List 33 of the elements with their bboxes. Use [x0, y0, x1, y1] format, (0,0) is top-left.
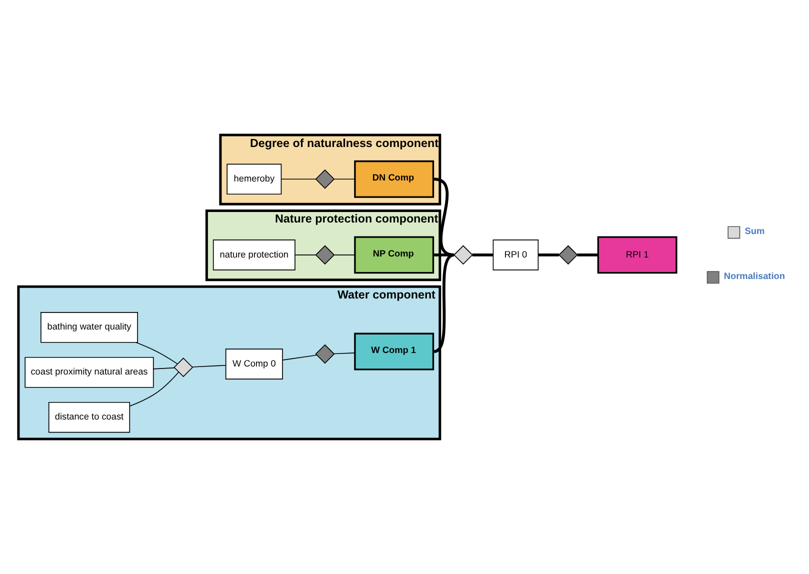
node-box: hemeroby: [226, 164, 282, 195]
node-box: RPI 0: [492, 240, 539, 270]
node-box: bathing water quality: [40, 312, 138, 343]
connector: [281, 178, 316, 180]
node-box: nature protection: [212, 240, 296, 270]
node-diamond: [315, 169, 335, 189]
node-box: W Comp 1: [354, 332, 434, 370]
node-box: NP Comp: [354, 236, 434, 274]
connector: [129, 372, 180, 407]
node-diamond: [315, 344, 335, 364]
connector: [577, 253, 598, 256]
node-box: RPI 1: [597, 236, 678, 274]
node-box: distance to coast: [48, 402, 130, 433]
legend-label: Normalisation: [724, 270, 785, 281]
node-diamond: [558, 245, 578, 265]
legend-label: Sum: [744, 226, 765, 236]
connector: [294, 254, 316, 256]
connector: [334, 254, 356, 256]
connector: [538, 253, 559, 256]
node-box: coast proximity natural areas: [24, 356, 154, 388]
node-box: DN Comp: [354, 160, 434, 198]
connector: [434, 253, 454, 256]
node-box: W Comp 0: [225, 348, 283, 380]
node-diamond: [315, 245, 335, 265]
connector: [282, 354, 318, 360]
node-diamond: [174, 358, 194, 378]
connector: [334, 178, 356, 180]
node-diamond: [453, 245, 473, 265]
connector: [192, 364, 226, 368]
connector: [334, 352, 356, 354]
connector: [153, 367, 175, 370]
connector: [472, 253, 494, 256]
connector: [135, 342, 178, 364]
